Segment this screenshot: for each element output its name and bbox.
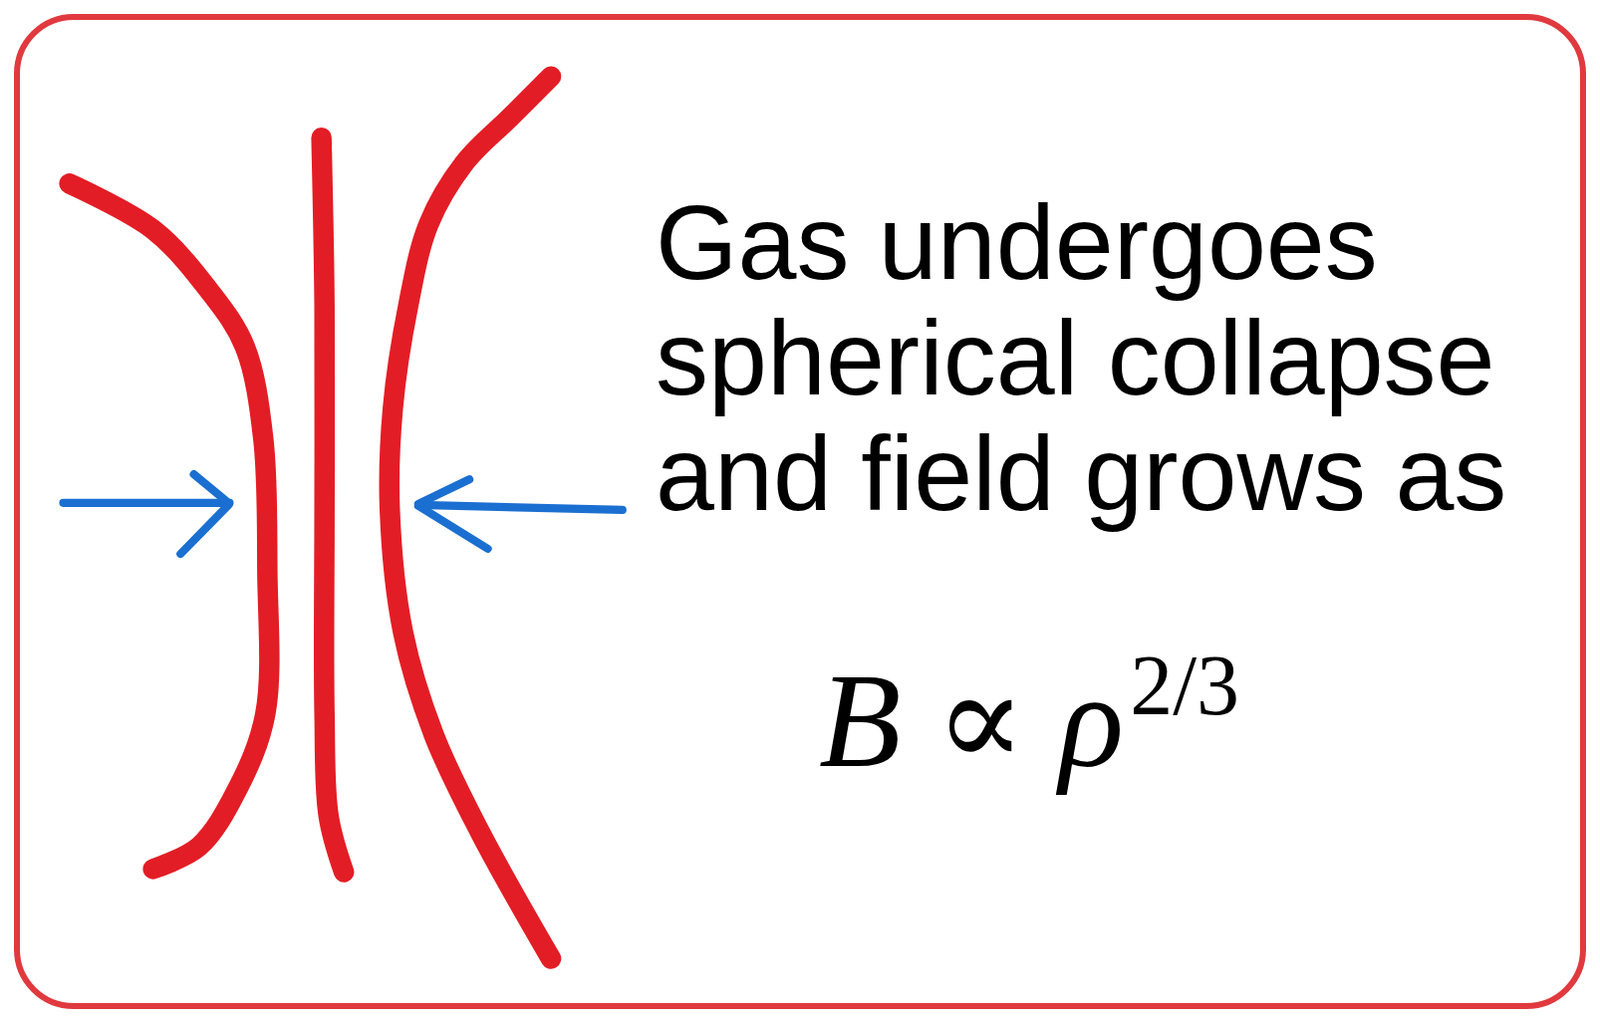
compression-arrow bbox=[194, 474, 230, 504]
compression-arrow bbox=[63, 499, 231, 508]
description-text: Gas undergoes spherical collapse and fie… bbox=[655, 184, 1553, 532]
formula: B ∝ ρ2/3 bbox=[818, 642, 1240, 789]
compression-arrow bbox=[180, 505, 229, 554]
field-line bbox=[321, 137, 345, 872]
formula-base: B ∝ ρ bbox=[818, 646, 1124, 796]
compression-arrow bbox=[418, 505, 623, 511]
field-line bbox=[69, 183, 270, 869]
field-line bbox=[389, 76, 551, 960]
compression-arrow bbox=[418, 506, 489, 549]
compression-arrow bbox=[418, 479, 470, 505]
frame-box: Gas undergoes spherical collapse and fie… bbox=[13, 13, 1587, 1010]
formula-exponent: 2/3 bbox=[1129, 637, 1240, 734]
